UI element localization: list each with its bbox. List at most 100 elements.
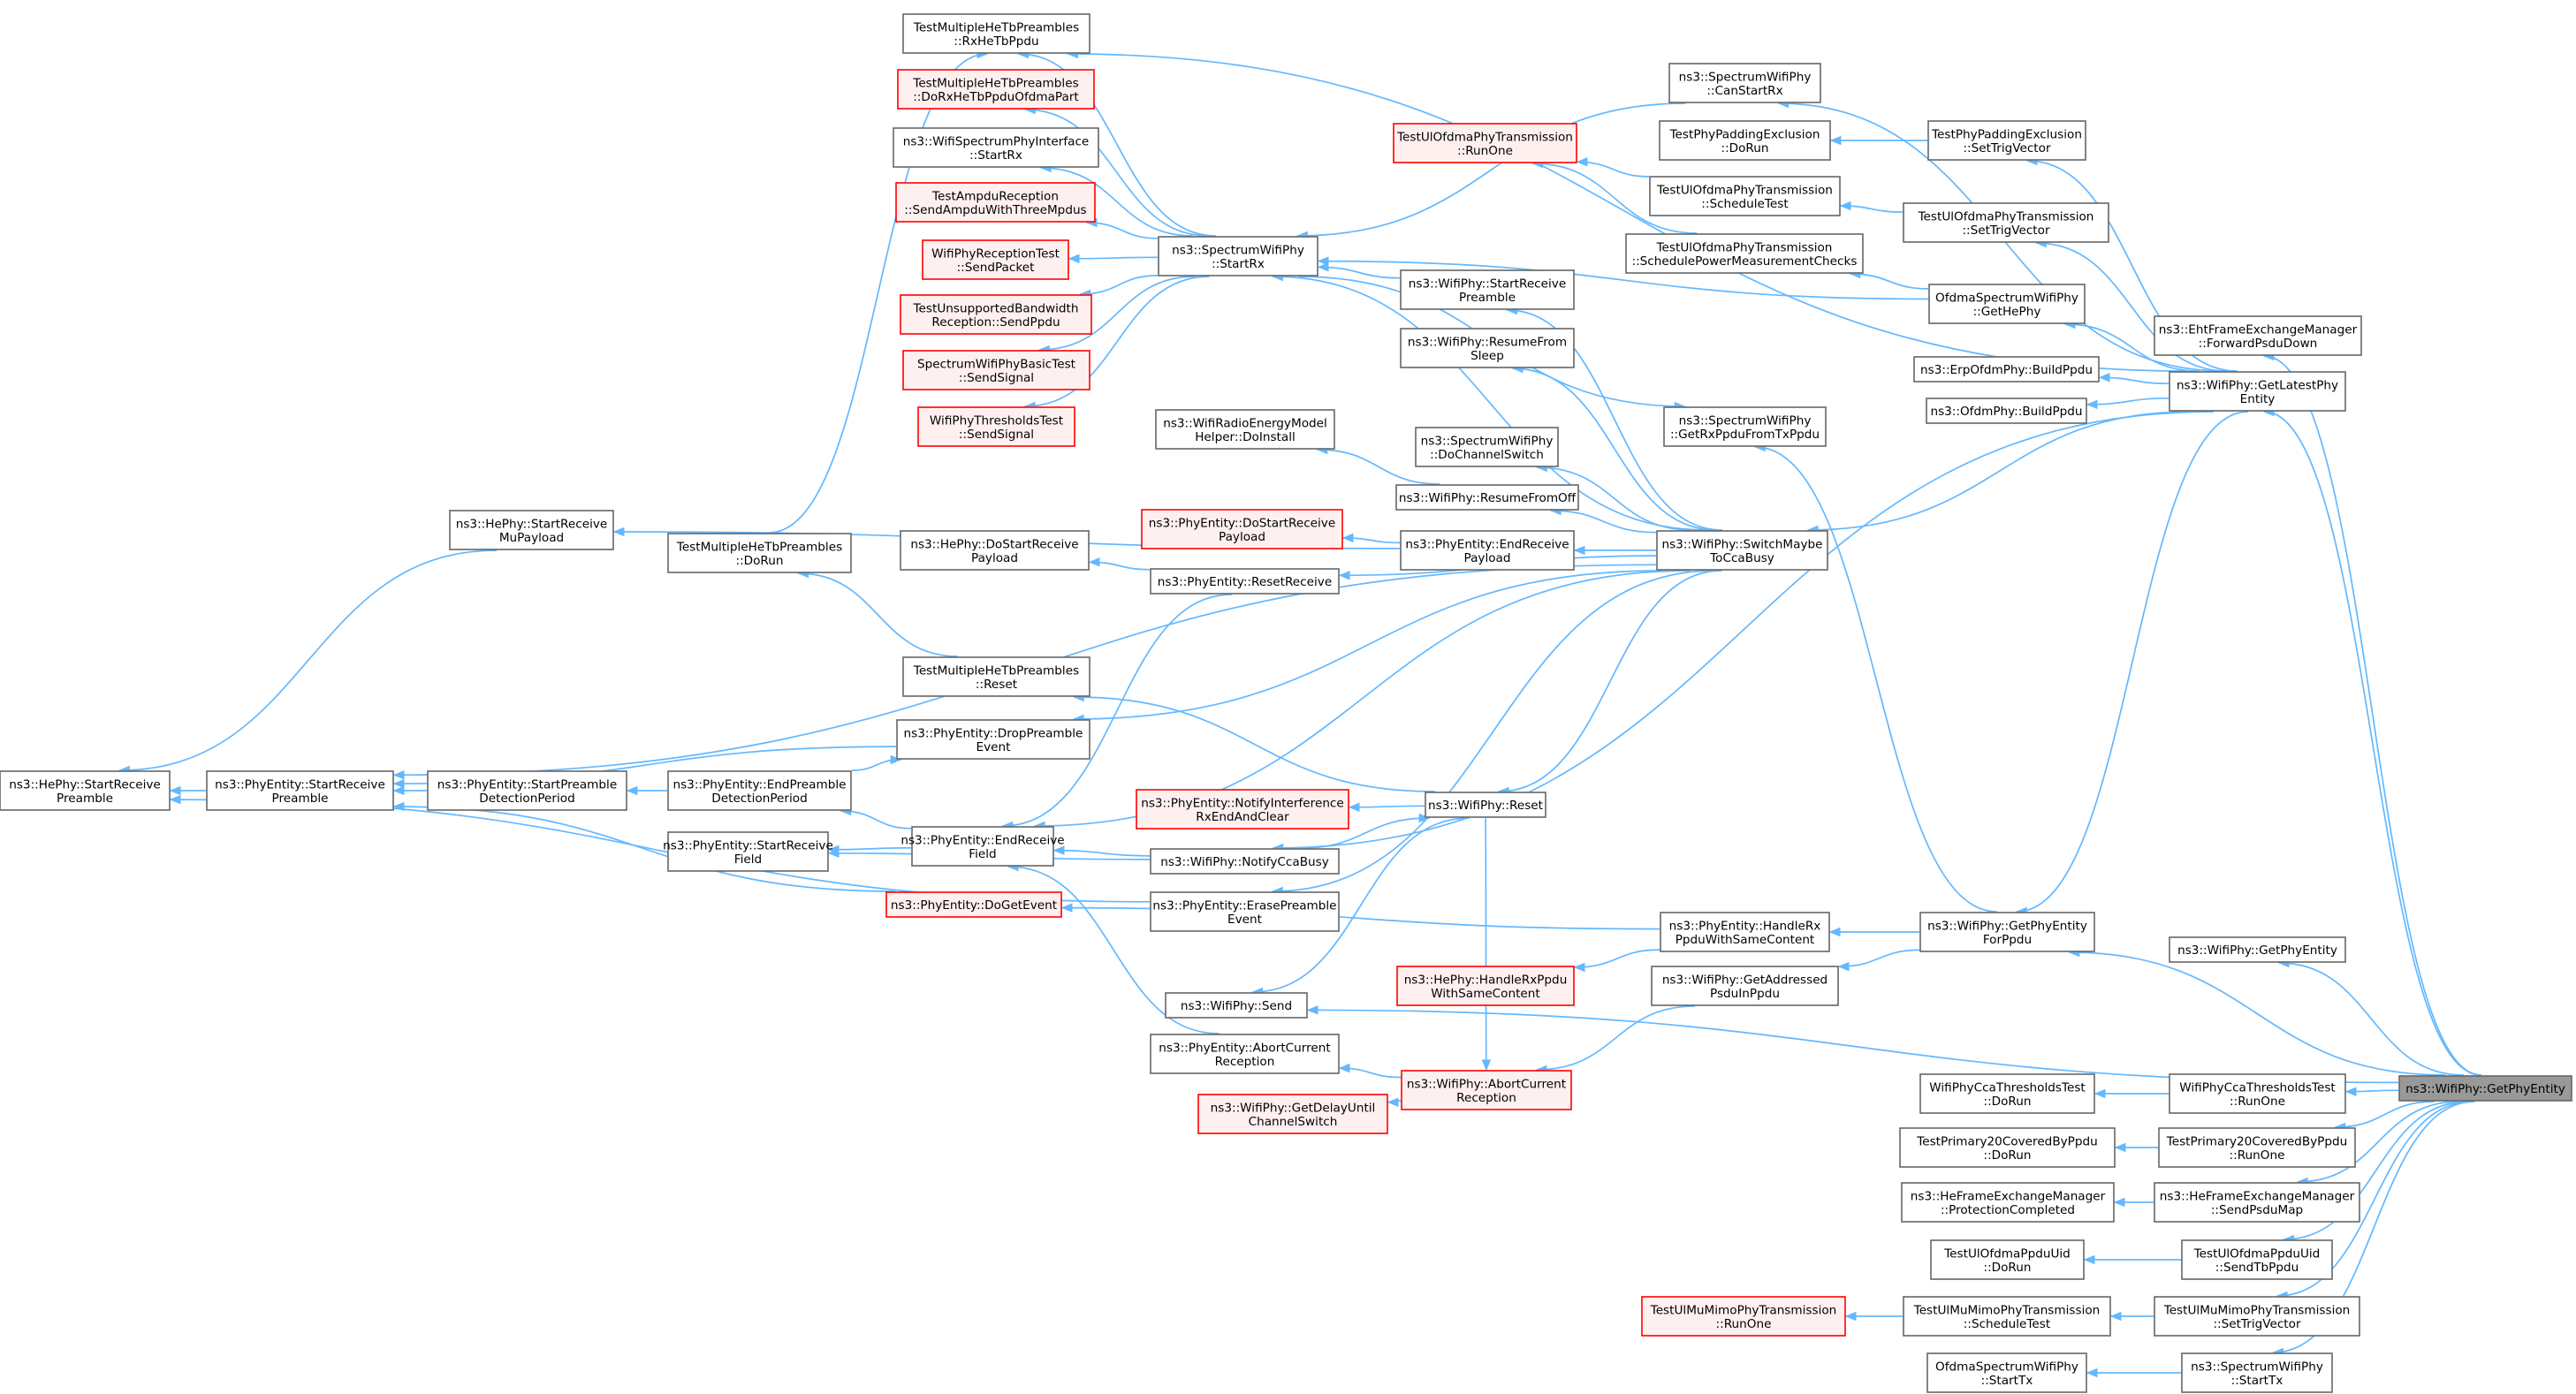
node-label: ::SetTrigVector	[2213, 1317, 2301, 1331]
node-n39[interactable]: TestMultipleHeTbPreambles::DoRun	[667, 533, 852, 573]
edge-n17-n16	[2086, 1367, 2181, 1378]
node-label: TestUnsupportedBandwidth	[913, 301, 1079, 315]
node-n64[interactable]: TestPhyPaddingExclusion::DoRun	[1659, 120, 1831, 161]
node-n14[interactable]: TestUlMuMimoPhyTransmission::ScheduleTes…	[1903, 1296, 2111, 1337]
node-n42[interactable]: ns3::PhyEntity::ResetReceive	[1150, 568, 1340, 595]
node-n21[interactable]: ns3::SpectrumWifiPhy::GetRxPpduFromTxPpd…	[1663, 406, 1827, 447]
node-label: ns3::WifiPhy::AbortCurrent	[1407, 1077, 1566, 1091]
node-n13[interactable]: TestUlMuMimoPhyTransmission::SetTrigVect…	[2154, 1296, 2360, 1337]
node-n34[interactable]: ns3::WifiPhy::NotifyCcaBusy	[1150, 848, 1340, 875]
node-n12[interactable]: TestUlOfdmaPpduUid::DoRun	[1930, 1239, 2085, 1280]
node-n1[interactable]: ns3::EhtFrameExchangeManager::ForwardPsd…	[2154, 315, 2362, 356]
edge-n8-n7	[2114, 1142, 2158, 1153]
node-n37[interactable]: ns3::PhyEntity::NotifyInterferenceRxEndA…	[1136, 789, 1349, 830]
node-n46[interactable]: ns3::WifiPhy::ResumeFromOff	[1395, 484, 1579, 511]
edge-n30-n40	[118, 549, 498, 776]
node-n18[interactable]: ns3::WifiPhy::Send	[1165, 992, 1308, 1019]
node-n5[interactable]: WifiPhyCcaThresholdsTest::RunOne	[2169, 1073, 2346, 1114]
node-n69[interactable]: ns3::OfdmPhy::BuildPpdu	[1926, 398, 2087, 424]
node-label: ::RunOne	[1716, 1317, 1772, 1331]
node-label: ns3::WifiPhy::ResumeFromOff	[1399, 491, 1577, 505]
node-label: TestUlOfdmaPhyTransmission	[1918, 209, 2094, 223]
node-n48[interactable]: ns3::SpectrumWifiPhy::DoChannelSwitch	[1415, 427, 1559, 467]
node-n47[interactable]: ns3::WifiRadioEnergyModelHelper::DoInsta…	[1155, 409, 1335, 450]
node-n68[interactable]: ns3::ErpOfdmPhy::BuildPpdu	[1913, 356, 2100, 383]
node-n6[interactable]: WifiPhyCcaThresholdsTest::DoRun	[1919, 1073, 2095, 1114]
node-n65[interactable]: TestPhyPaddingExclusion::SetTrigVector	[1927, 120, 2086, 161]
node-n51[interactable]: ns3::SpectrumWifiPhy::StartRx	[1158, 236, 1318, 277]
node-n4[interactable]: ns3::WifiPhy::GetPhyEntity	[2169, 936, 2346, 963]
node-n7[interactable]: TestPrimary20CoveredByPpdu::RunOne	[2158, 1127, 2356, 1168]
node-n59[interactable]: WifiPhyThresholdsTest::SendSignal	[917, 406, 1075, 447]
edge-n34-n2	[1272, 411, 2215, 853]
node-n38[interactable]: TestMultipleHeTbPreambles::Reset	[902, 656, 1090, 697]
node-n67[interactable]: OfdmaSpectrumWifiPhy::GetHePhy	[1928, 284, 2086, 324]
node-n15[interactable]: TestUlMuMimoPhyTransmission::RunOne	[1641, 1296, 1846, 1337]
node-label: WifiPhyReceptionTest	[931, 246, 1060, 261]
node-n66[interactable]: TestUlOfdmaPhyTransmission::SetTrigVecto…	[1903, 202, 2109, 243]
node-label: ::SetTrigVector	[1962, 223, 2050, 238]
node-layer: ns3::WifiPhy::GetPhyEntity ns3::EhtFrameE…	[0, 13, 2572, 1393]
node-label: ::SetTrigVector	[1963, 141, 2051, 155]
node-n19[interactable]: ns3::PhyEntity::HandleRxPpduWithSameCont…	[1660, 912, 1830, 952]
node-label: ::RunOne	[1457, 144, 1513, 158]
node-n10[interactable]: ns3::HeFrameExchangeManager::ProtectionC…	[1901, 1182, 2115, 1223]
node-n9[interactable]: ns3::HeFrameExchangeManager::SendPsduMap	[2154, 1182, 2360, 1223]
edge-n5-n0	[2344, 1087, 2399, 1096]
node-label: Field	[734, 852, 762, 867]
node-n52[interactable]: TestMultipleHeTbPreambles::RxHeTbPpdu	[902, 13, 1090, 54]
node-label: TestUlMuMimoPhyTransmission	[1650, 1303, 1837, 1317]
node-n36[interactable]: ns3::WifiPhy::Reset	[1425, 792, 1546, 818]
node-n61[interactable]: TestUlOfdmaPhyTransmission::RunOne	[1393, 123, 1577, 163]
node-label: ns3::HePhy::StartReceive	[9, 777, 161, 792]
node-n0[interactable]: ns3::WifiPhy::GetPhyEntity	[2398, 1075, 2572, 1102]
node-n55[interactable]: TestAmpduReception::SendAmpduWithThreeMp…	[895, 182, 1096, 223]
node-label: ::DoRun	[1983, 1148, 2031, 1163]
node-n53[interactable]: TestMultipleHeTbPreambles::DoRxHeTbPpduO…	[897, 69, 1095, 110]
node-label: ::StartTx	[2231, 1374, 2283, 1388]
node-label: ::SchedulePowerMeasurementChecks	[1632, 254, 1858, 269]
node-label: TestUlOfdmaPpduUid	[1943, 1246, 2071, 1261]
node-n57[interactable]: TestUnsupportedBandwidthReception::SendP…	[900, 294, 1092, 335]
node-n56[interactable]: WifiPhyReceptionTest::SendPacket	[922, 239, 1069, 280]
node-n22[interactable]: ns3::PhyEntity::DoGetEvent	[885, 891, 1062, 918]
node-n54[interactable]: ns3::WifiSpectrumPhyInterface::StartRx	[893, 127, 1099, 168]
node-n17[interactable]: OfdmaSpectrumWifiPhy::StartTx	[1926, 1352, 2087, 1393]
node-label: ChannelSwitch	[1249, 1115, 1338, 1129]
node-label: ns3::PhyEntity::ErasePreamble	[1152, 898, 1336, 913]
node-n8[interactable]: TestPrimary20CoveredByPpdu::DoRun	[1899, 1127, 2116, 1168]
node-n32[interactable]: ns3::PhyEntity::EndPreambleDetectionPeri…	[667, 770, 852, 811]
node-label: ns3::HePhy::DoStartReceive	[910, 537, 1078, 551]
edge-n4-n0	[2277, 958, 2464, 1076]
node-n62[interactable]: TestUlOfdmaPhyTransmission::ScheduleTest	[1649, 176, 1841, 216]
node-n60[interactable]: ns3::SpectrumWifiPhy::CanStartRx	[1668, 63, 1821, 103]
node-n63[interactable]: TestUlOfdmaPhyTransmission::SchedulePowe…	[1625, 233, 1864, 274]
node-n58[interactable]: SpectrumWifiPhyBasicTest::SendSignal	[902, 350, 1090, 390]
node-label: MuPayload	[499, 531, 564, 545]
node-n16[interactable]: ns3::SpectrumWifiPhy::StartTx	[2181, 1352, 2333, 1393]
node-n11[interactable]: TestUlOfdmaPpduUid::SendTbPpdu	[2181, 1239, 2333, 1280]
node-label: ::ProtectionCompleted	[1941, 1203, 2075, 1217]
node-n31[interactable]: ns3::PhyEntity::StartPreambleDetectionPe…	[427, 770, 627, 811]
node-label: ToCcaBusy	[1709, 551, 1774, 565]
